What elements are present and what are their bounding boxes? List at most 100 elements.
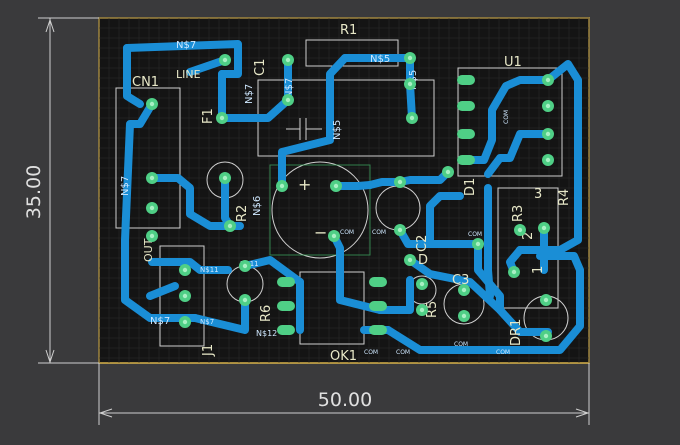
net-label-com-ok1: COM xyxy=(364,349,378,356)
label-u1: U1 xyxy=(504,55,522,70)
net-label-ns12: N$12 xyxy=(256,329,277,338)
pad-hole xyxy=(222,57,228,63)
label-r3: R3 xyxy=(511,205,526,222)
net-label-com-u1: COM xyxy=(503,110,510,124)
net-label-ns7-top: N$7 xyxy=(176,40,196,51)
pad-hole xyxy=(475,241,481,247)
label-line: LINE xyxy=(176,68,201,81)
pad-hole xyxy=(407,257,413,263)
pad-hole xyxy=(149,233,155,239)
oblong-pad xyxy=(369,277,387,287)
label-c1: C1 xyxy=(253,59,268,76)
pad-hole xyxy=(227,223,233,229)
pad-hole xyxy=(545,103,551,109)
pad-hole xyxy=(279,183,285,189)
pad-hole xyxy=(242,263,248,269)
net-label-ns11-j1: N$11 xyxy=(200,266,219,274)
oblong-pad xyxy=(457,155,475,165)
pad-hole xyxy=(517,227,523,233)
pad-hole xyxy=(285,97,291,103)
net-label-ns7-c1: N$7 xyxy=(284,78,295,98)
net-label-ns6: N$6 xyxy=(252,196,263,216)
oblong-pad xyxy=(457,129,475,139)
label-plus: + xyxy=(298,175,311,194)
height-dimension xyxy=(38,17,99,364)
pad-hole xyxy=(543,333,549,339)
label-d1: D1 xyxy=(463,178,478,196)
pad-hole xyxy=(182,319,188,325)
pad-hole xyxy=(461,313,467,319)
label-ok1: OK1 xyxy=(330,349,357,364)
net-label-ns7-j1: N$7 xyxy=(200,318,214,326)
label-pin1: 1 xyxy=(531,266,546,274)
net-label-com-bottom: COM xyxy=(396,349,410,356)
height-dimension-label: 35.00 xyxy=(23,165,45,219)
pads xyxy=(146,52,554,342)
pad-hole xyxy=(419,281,425,287)
pad-hole xyxy=(409,115,415,121)
label-cn1: CN1 xyxy=(132,75,159,90)
net-label-ns5-mid: N$5 xyxy=(332,120,343,140)
label-r1: R1 xyxy=(340,23,357,38)
pad-hole xyxy=(285,57,291,63)
pad-hole xyxy=(397,179,403,185)
pad-hole xyxy=(445,169,451,175)
pad-hole xyxy=(461,287,467,293)
oblong-pad xyxy=(277,301,295,311)
label-f1: F1 xyxy=(201,108,216,124)
pad-hole xyxy=(182,267,188,273)
net-label-com-c2: COM xyxy=(372,229,386,236)
label-pin3: 3 xyxy=(534,187,542,202)
copper-traces xyxy=(121,40,584,354)
pad-hole xyxy=(511,269,517,275)
net-label-ns5-r1: N$5 xyxy=(370,54,390,65)
pad-hole xyxy=(407,55,413,61)
label-r5: R5 xyxy=(425,301,440,318)
label-pin2: 2 xyxy=(521,232,536,240)
oblong-pad xyxy=(457,101,475,111)
oblong-pad xyxy=(369,325,387,335)
pad-hole xyxy=(543,297,549,303)
pcb-board xyxy=(98,17,590,364)
pad-hole xyxy=(222,175,228,181)
net-label-ns7-cn1: N$7 xyxy=(120,176,131,196)
pad-hole xyxy=(219,115,225,121)
label-out: OUT xyxy=(142,238,155,262)
pad-hole xyxy=(182,293,188,299)
oblong-pad xyxy=(277,325,295,335)
label-c2: C2 xyxy=(415,235,430,252)
label-r4: R4 xyxy=(557,189,572,206)
pad-hole xyxy=(407,81,413,87)
pad-hole xyxy=(242,297,248,303)
pad-hole xyxy=(541,225,547,231)
net-label-com-dr1: COM xyxy=(496,349,510,356)
oblong-pad xyxy=(457,75,475,85)
label-j1: J1 xyxy=(201,344,216,357)
component-labels: R1 C1 CN1 LINE F1 R2 R6 J1 OK1 R5 C3 C2 … xyxy=(132,23,572,364)
label-r6: R6 xyxy=(259,305,274,322)
pad-hole xyxy=(149,101,155,107)
pad-hole xyxy=(397,227,403,233)
oblong-pad xyxy=(369,301,387,311)
net-label-ns7-bottom: N$7 xyxy=(150,316,170,327)
net-label-com-d1: COM xyxy=(468,231,482,238)
pad-hole xyxy=(545,131,551,137)
oblong-pad xyxy=(277,277,295,287)
c1-electrolytic-body xyxy=(269,164,371,256)
width-dimension-label: 50.00 xyxy=(318,389,372,411)
label-dr1: DR1 xyxy=(509,319,524,346)
pad-hole xyxy=(333,183,339,189)
net-label-com-r5: COM xyxy=(454,341,468,348)
net-label-com-c1: COM xyxy=(340,229,354,236)
pad-hole xyxy=(331,233,337,239)
pad-hole xyxy=(419,307,425,313)
label-minus: − xyxy=(314,223,327,242)
label-d: D xyxy=(418,253,428,268)
pad-hole xyxy=(149,175,155,181)
pad-hole xyxy=(149,205,155,211)
net-label-ns7-line: N$7 xyxy=(244,84,255,104)
pad-hole xyxy=(545,157,551,163)
pad-hole xyxy=(545,77,551,83)
width-dimension xyxy=(98,363,590,425)
